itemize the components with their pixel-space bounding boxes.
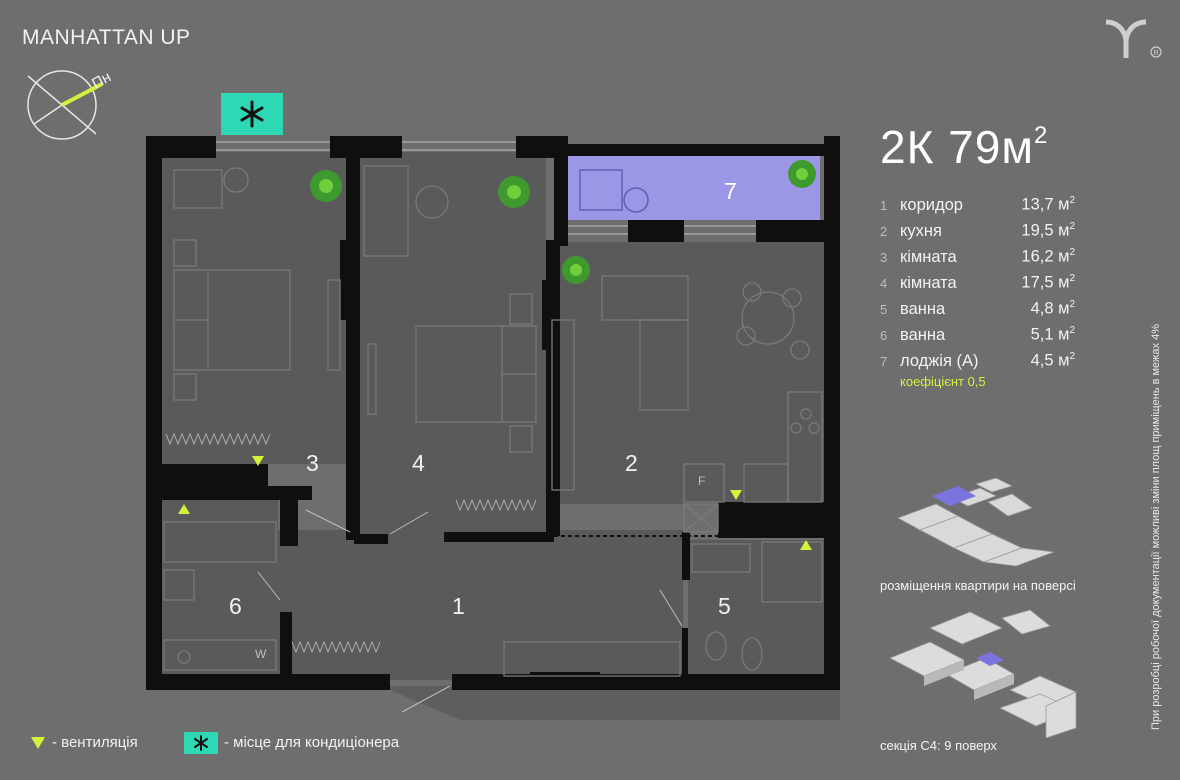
section-diagram: [889, 598, 1080, 745]
fridge-label: F: [698, 474, 706, 488]
apartment-area: 79м: [948, 121, 1034, 173]
room-label-4: 4: [412, 450, 425, 476]
area-disclaimer: При розробці робочої документації можлив…: [1150, 324, 1162, 730]
room-label-7: 7: [724, 178, 737, 204]
floor-placement-diagram: [892, 477, 1062, 575]
room-number: 7: [880, 353, 888, 369]
room-area: 17,5 м2: [1021, 273, 1075, 292]
room-area: 5,1 м2: [1030, 325, 1075, 344]
brand-title: MANHATTAN UP: [22, 26, 191, 49]
room-row: 3 кімната 16,2 м2: [880, 244, 1075, 270]
room-label-6: 6: [229, 593, 242, 619]
room-name: кімната: [900, 247, 957, 266]
washer-label: W: [255, 647, 267, 661]
room-number: 1: [880, 197, 888, 213]
room-name: ванна: [900, 299, 946, 318]
room-row: 5 ванна 4,8 м2: [880, 296, 1075, 322]
floor-placement-caption: розміщення квартири на поверсі: [880, 578, 1076, 593]
room-row: 7 лоджія (А) 4,5 м2: [880, 348, 1075, 374]
room-name: лоджія (А): [900, 351, 979, 370]
room-row: 1 коридор 13,7 м2: [880, 192, 1075, 218]
room-number: 3: [880, 249, 888, 265]
apartment-area-unit: 2: [1033, 122, 1049, 149]
svg-text:R: R: [1154, 50, 1159, 57]
floor-plan: [140, 130, 850, 725]
room-area: 4,5 м2: [1030, 351, 1075, 370]
room-name: коридор: [900, 195, 963, 214]
room-list: 1 коридор 13,7 м2 2 кухня 19,5 м2 3 кімната 16…: [880, 192, 1075, 374]
apartment-title: 2К 79м2: [880, 120, 1048, 174]
compass-icon: [20, 68, 140, 153]
room-row: 6 ванна 5,1 м2: [880, 322, 1075, 348]
apartment-type: 2К: [880, 121, 935, 173]
coefficient-note: коефіцієнт 0,5: [900, 374, 986, 389]
ac-legend-icon: [184, 732, 218, 754]
room-area: 4,8 м2: [1030, 299, 1075, 318]
room-name: кімната: [900, 273, 957, 292]
ventilation-legend-icon: [30, 736, 46, 755]
room-number: 4: [880, 275, 888, 291]
room-label-1: 1: [452, 593, 465, 619]
room-number: 5: [880, 301, 888, 317]
room-name: ванна: [900, 325, 946, 344]
logo-icon: R: [1104, 18, 1162, 65]
room-row: 4 кімната 17,5 м2: [880, 270, 1075, 296]
room-name: кухня: [900, 221, 942, 240]
room-area: 16,2 м2: [1021, 247, 1075, 266]
ventilation-legend-label: - вентиляція: [52, 734, 138, 751]
section-caption: секція С4: 9 поверх: [880, 738, 997, 753]
room-row: 2 кухня 19,5 м2: [880, 218, 1075, 244]
room-number: 6: [880, 327, 888, 343]
room-label-5: 5: [718, 593, 731, 619]
room-area: 19,5 м2: [1021, 221, 1075, 240]
ac-legend-label: - місце для кондиціонера: [224, 734, 400, 751]
ac-unit-icon: [221, 93, 283, 135]
room-area: 13,7 м2: [1021, 195, 1075, 214]
room-label-3: 3: [306, 450, 319, 476]
room-number: 2: [880, 223, 888, 239]
room-label-2: 2: [625, 450, 638, 476]
